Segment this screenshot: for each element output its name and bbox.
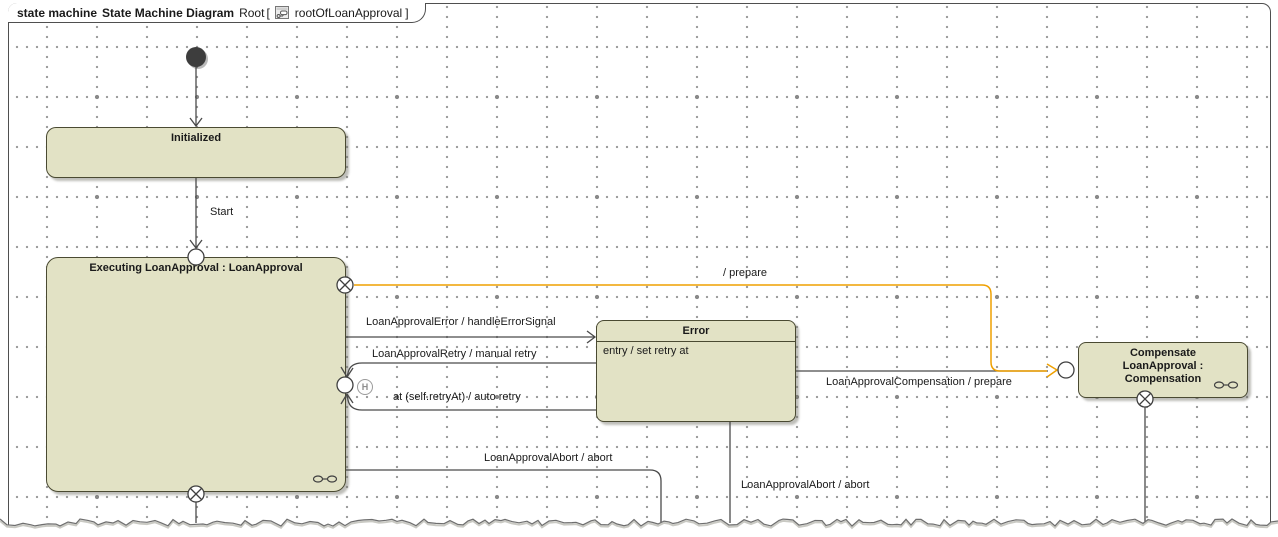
submachine-icon (1213, 381, 1239, 389)
transition-label-abort-executing[interactable]: LoanApprovalAbort / abort (484, 452, 613, 464)
bracket-close: ] (405, 5, 409, 20)
state-title: Executing LoanApproval : LoanApproval (89, 262, 303, 274)
transition-initial-to-initialized[interactable] (189, 67, 203, 128)
shallow-history-pseudostate[interactable]: H (357, 379, 373, 395)
transition-error-signal[interactable] (346, 330, 597, 344)
state-compartment-separator (597, 341, 795, 342)
entry-point-executing-top[interactable] (187, 248, 205, 266)
transition-label-compensation[interactable]: LoanApprovalCompensation / prepare (826, 376, 1012, 388)
state-compensate-loanapproval[interactable]: Compensate LoanApproval : Compensation (1078, 342, 1248, 398)
transition-prepare-highlighted[interactable] (354, 284, 1059, 378)
diagram-type-label: State Machine Diagram (102, 5, 235, 20)
connection-point-executing-right[interactable] (336, 376, 354, 394)
entry-point-compensate[interactable] (1057, 361, 1075, 379)
submachine-icon (312, 475, 338, 483)
state-initialized[interactable]: Initialized (46, 127, 346, 178)
transition-manual-retry[interactable] (340, 362, 596, 378)
transition-label-auto-retry[interactable]: at (self.retryAt) / auto retry (393, 391, 521, 403)
initial-pseudostate[interactable] (186, 47, 208, 69)
diagram-kind-label: state machine (17, 5, 98, 20)
diagram-frame-header[interactable]: state machine State Machine Diagram Root… (8, 3, 426, 23)
exit-point-compensate-bottom[interactable] (1136, 390, 1154, 408)
diagram-context-label: Root (239, 5, 265, 20)
state-executing-loanapproval[interactable]: Executing LoanApproval : LoanApproval (46, 257, 346, 492)
state-entry-action: entry / set retry at (603, 345, 689, 357)
transition-start[interactable] (189, 178, 203, 250)
transition-abort-from-executing[interactable] (346, 469, 662, 523)
transition-label-manual-retry[interactable]: LoanApprovalRetry / manual retry (372, 348, 537, 360)
state-machine-diagram-icon (274, 6, 289, 19)
transition-label-prepare[interactable]: / prepare (723, 267, 768, 279)
bracket-open: [ (266, 5, 270, 20)
transition-label-start[interactable]: Start (210, 206, 234, 218)
exit-point-executing-bottom[interactable] (187, 485, 205, 503)
state-title: Initialized (170, 132, 222, 144)
state-title: Compensate LoanApproval : Compensation (1122, 347, 1204, 385)
exit-point-executing-right[interactable] (336, 276, 354, 294)
diagram-name-label: rootOfLoanApproval (294, 5, 403, 20)
transition-auto-retry[interactable] (340, 393, 596, 411)
transition-label-abort-error[interactable]: LoanApprovalAbort / abort (741, 479, 870, 491)
transition-label-error-signal[interactable]: LoanApprovalError / handleErrorSignal (366, 316, 556, 328)
state-title: Error (682, 325, 710, 337)
state-error[interactable]: Error entry / set retry at (596, 320, 796, 422)
